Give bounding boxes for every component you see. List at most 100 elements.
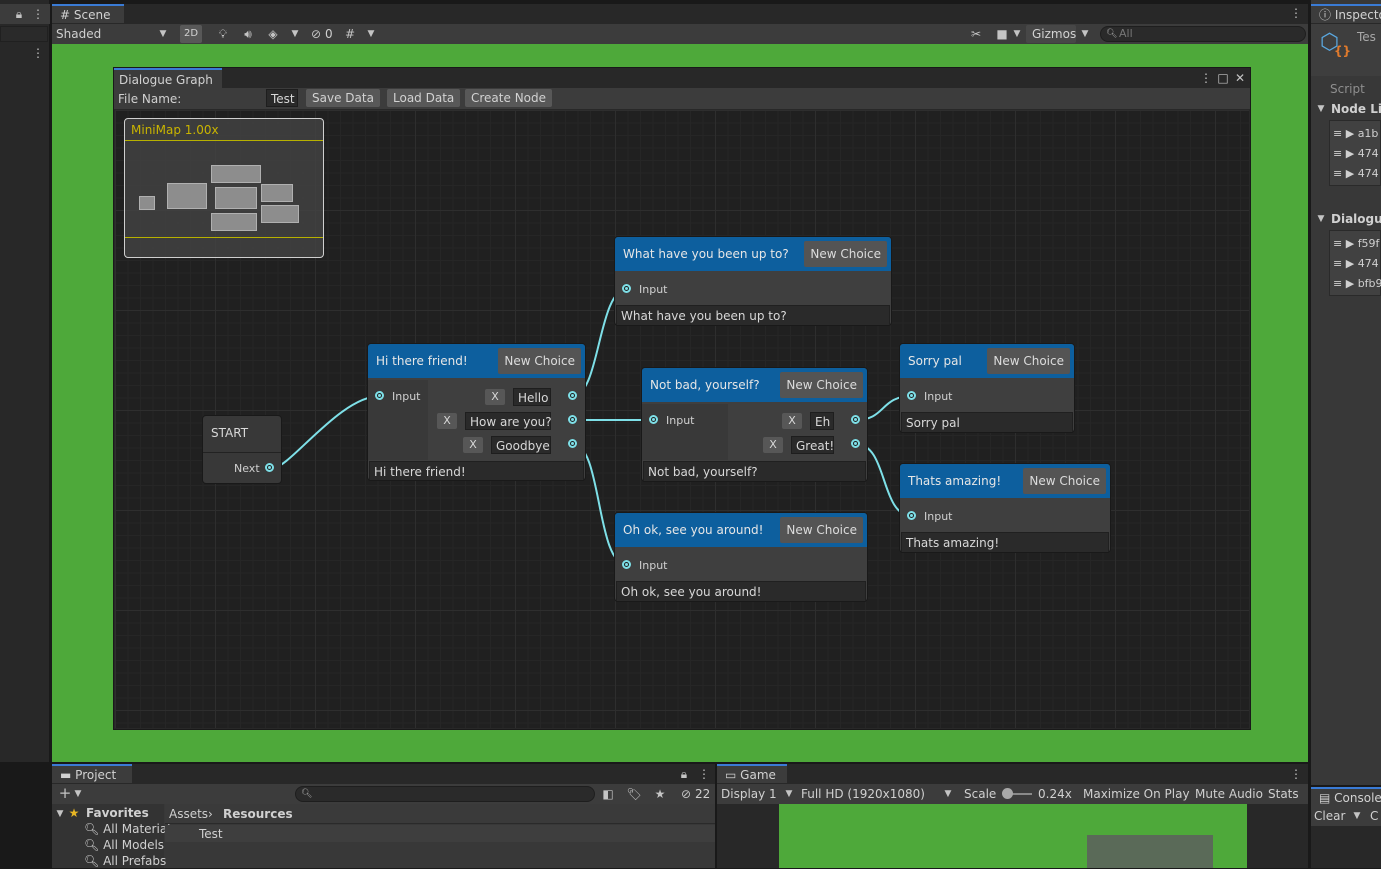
node-not-bad-yourself[interactable]: Not bad, yourself? New Choice Input X Eh…: [641, 367, 868, 482]
choice-field[interactable]: Eh: [810, 412, 834, 430]
foldout-arrow-icon[interactable]: ▶: [1345, 147, 1355, 160]
minimap[interactable]: MiniMap 1.00x: [124, 118, 324, 258]
shading-mode-dropdown[interactable]: Shaded: [56, 27, 102, 41]
2d-toggle[interactable]: 2D: [180, 25, 202, 43]
dialogue-text-field[interactable]: Not bad, yourself?: [643, 461, 866, 481]
foldout-arrow-icon[interactable]: ▶: [1345, 257, 1355, 270]
choice-output-port[interactable]: [851, 415, 860, 424]
dialogue-text-field[interactable]: Sorry pal: [901, 412, 1073, 432]
favorites-label[interactable]: Favorites: [86, 806, 149, 820]
asset-item[interactable]: Test: [199, 827, 223, 841]
favorite-item[interactable]: 🔍︎ All Models: [84, 838, 165, 852]
scene-search-input[interactable]: 🔍︎ All: [1100, 26, 1306, 42]
tab-console[interactable]: ▤ Console: [1311, 787, 1381, 806]
foldout-arrow-icon[interactable]: ▼: [1317, 214, 1325, 224]
chevron-down-icon[interactable]: ▼: [291, 29, 299, 39]
foldout-arrow-icon[interactable]: ▶: [1345, 237, 1355, 250]
scale-slider-thumb[interactable]: [1002, 788, 1013, 799]
input-port[interactable]: [622, 560, 631, 569]
resolution-dropdown[interactable]: Full HD (1920x1080): [801, 787, 925, 801]
node-thats-amazing[interactable]: Thats amazing! New Choice Input Thats am…: [899, 463, 1111, 553]
choice-output-port[interactable]: [568, 391, 577, 400]
remove-choice-button[interactable]: X: [437, 413, 457, 429]
kebab-menu-icon[interactable]: ⋮: [698, 767, 710, 781]
light-icon[interactable]: 💡︎: [218, 27, 228, 41]
kebab-menu-icon[interactable]: ⋮: [1200, 71, 1212, 85]
plus-icon[interactable]: +: [58, 784, 72, 802]
drag-handle-icon[interactable]: ≡: [1333, 277, 1343, 290]
foldout-arrow-icon[interactable]: ▶: [1345, 277, 1355, 290]
tab-game[interactable]: ▭ Game: [717, 764, 787, 783]
drag-handle-icon[interactable]: ≡: [1333, 237, 1343, 250]
gizmos-button[interactable]: Gizmos: [1026, 25, 1076, 43]
save-data-button[interactable]: Save Data: [306, 89, 380, 107]
remove-choice-button[interactable]: X: [763, 437, 783, 453]
clear-button[interactable]: Clear: [1314, 809, 1346, 823]
foldout-arrow-icon[interactable]: ▼: [56, 809, 64, 819]
visibility-icon[interactable]: ⊘: [310, 27, 322, 41]
list-item[interactable]: ≡ ▶ a1b: [1333, 127, 1379, 140]
chevron-down-icon[interactable]: ▼: [1013, 29, 1021, 39]
breadcrumb-current[interactable]: Resources: [223, 807, 293, 821]
new-choice-button[interactable]: New Choice: [804, 241, 887, 267]
tools-icon[interactable]: ✂: [970, 27, 982, 41]
node-hi-there-friend[interactable]: Hi there friend! New Choice Input X Hell…: [367, 343, 586, 481]
display-dropdown[interactable]: Display 1: [721, 787, 777, 801]
stats-toggle[interactable]: Stats: [1268, 787, 1299, 801]
breadcrumb-root[interactable]: Assets: [169, 807, 209, 821]
chevron-down-icon[interactable]: ▼: [944, 789, 952, 799]
node-what-have-you-been-up-to[interactable]: What have you been up to? New Choice Inp…: [614, 236, 892, 326]
chevron-down-icon[interactable]: ▼: [74, 789, 82, 799]
input-port[interactable]: [649, 415, 658, 424]
effects-icon[interactable]: ◈: [268, 27, 278, 41]
close-icon[interactable]: ✕: [1234, 71, 1246, 85]
new-choice-button[interactable]: New Choice: [780, 517, 863, 543]
kebab-menu-icon[interactable]: ⋮: [1290, 767, 1302, 781]
remove-choice-button[interactable]: X: [782, 413, 802, 429]
foldout-arrow-icon[interactable]: ▶: [1345, 167, 1355, 180]
list-item[interactable]: ≡ ▶ 474: [1333, 167, 1379, 180]
new-choice-button[interactable]: New Choice: [987, 348, 1070, 374]
camera-icon[interactable]: ■: [996, 27, 1008, 41]
chevron-down-icon[interactable]: ▼: [367, 29, 375, 39]
input-port[interactable]: [375, 391, 384, 400]
chevron-down-icon[interactable]: ▼: [159, 29, 167, 39]
lock-icon[interactable]: 🔒︎: [680, 767, 688, 781]
lock-icon[interactable]: 🔒︎: [15, 7, 23, 21]
foldout-arrow-icon[interactable]: ▶: [1345, 127, 1355, 140]
new-choice-button[interactable]: New Choice: [780, 372, 863, 398]
chevron-down-icon[interactable]: ▼: [785, 789, 793, 799]
drag-handle-icon[interactable]: ≡: [1333, 257, 1343, 270]
maximize-icon[interactable]: □: [1217, 71, 1229, 85]
grid-snap-icon[interactable]: #: [344, 27, 356, 41]
scale-slider-track[interactable]: [1004, 793, 1032, 795]
choice-field[interactable]: How are you?: [465, 412, 552, 430]
kebab-menu-icon[interactable]: ⋮: [32, 46, 44, 60]
list-item[interactable]: ≡ ▶ 474: [1333, 147, 1379, 160]
dialogue-text-field[interactable]: Hi there friend!: [369, 461, 584, 480]
list-item[interactable]: ≡ ▶ 474: [1333, 257, 1379, 270]
audio-icon[interactable]: 🔊︎: [244, 27, 252, 41]
remove-choice-button[interactable]: X: [485, 389, 505, 405]
choice-output-port[interactable]: [568, 439, 577, 448]
tab-scene[interactable]: # Scene: [52, 4, 124, 23]
dialogue-text-field[interactable]: What have you been up to?: [616, 305, 890, 325]
drag-handle-icon[interactable]: ≡: [1333, 147, 1343, 160]
choice-field[interactable]: Great!: [791, 436, 834, 454]
new-choice-button[interactable]: New Choice: [498, 348, 581, 374]
maximize-on-play-toggle[interactable]: Maximize On Play: [1083, 787, 1190, 801]
choice-output-port[interactable]: [851, 439, 860, 448]
start-next-port[interactable]: [265, 463, 274, 472]
start-node[interactable]: START Next: [202, 415, 282, 484]
input-port[interactable]: [907, 391, 916, 400]
chevron-down-icon[interactable]: ▼: [1081, 29, 1089, 39]
file-name-input[interactable]: Test: [266, 89, 298, 107]
kebab-menu-icon[interactable]: ⋮: [32, 7, 44, 21]
filter-type-icon[interactable]: ◧: [602, 787, 614, 801]
node-sorry-pal[interactable]: Sorry pal New Choice Input Sorry pal: [899, 343, 1075, 433]
mute-audio-toggle[interactable]: Mute Audio: [1195, 787, 1263, 801]
new-choice-button[interactable]: New Choice: [1023, 468, 1106, 494]
input-port[interactable]: [907, 511, 916, 520]
foldout-arrow-icon[interactable]: ▼: [1317, 104, 1325, 114]
favorite-item[interactable]: 🔍︎ All Prefabs: [84, 854, 167, 868]
